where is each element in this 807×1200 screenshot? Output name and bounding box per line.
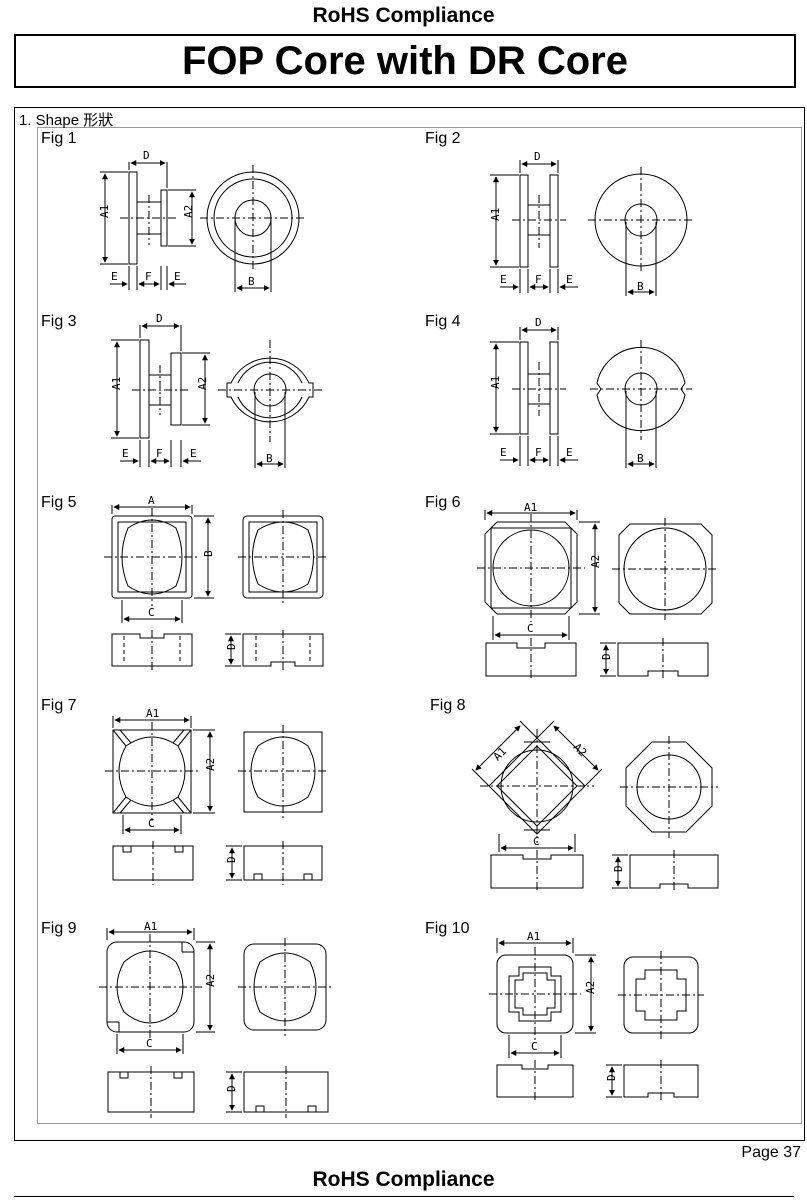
- fig-7-dim-a1: A1: [146, 707, 159, 720]
- fig-9-dim-c: C: [146, 1037, 153, 1050]
- fig-5-dim-b: B: [202, 550, 215, 557]
- fig-9-dim-a2: A2: [204, 974, 217, 987]
- fig-5-dim-c: C: [148, 606, 155, 619]
- fig-3-dim-a2: A2: [196, 377, 209, 390]
- fig-3-dim-a1: A1: [110, 377, 123, 390]
- fig-1-dim-f: F: [145, 270, 152, 283]
- fig-5-label: Fig 5: [41, 494, 77, 511]
- fig-3-dim-e: E: [122, 447, 129, 460]
- figures-frame: [37, 127, 802, 1124]
- fig-1-dim-e: E: [111, 270, 118, 283]
- footer-compliance: RoHS Compliance: [312, 1168, 495, 1191]
- fig-8-label: Fig 8: [430, 697, 466, 714]
- fig-1-dim-b: B: [248, 275, 255, 288]
- header-compliance: RoHS Compliance: [312, 4, 495, 27]
- fig-1-dim-a2: A2: [182, 205, 195, 218]
- fig-1-dim-e2: E: [174, 270, 181, 283]
- fig-7-dim-d: D: [225, 856, 238, 863]
- fig-2-dim-f: F: [535, 273, 542, 286]
- fig-4-dim-b: B: [637, 452, 644, 465]
- fig-1-dim-d: D: [143, 149, 150, 162]
- fig-5-dim-a: A: [148, 494, 155, 507]
- fig-8-dim-d: D: [612, 865, 625, 872]
- fig-3-drawing: [111, 323, 322, 468]
- fig-9-drawing: [99, 928, 332, 1118]
- fig-10-label: Fig 10: [425, 920, 470, 937]
- fig-6-dim-a1: A1: [524, 501, 537, 514]
- fig-3-dim-d: D: [156, 312, 163, 325]
- fig-10-dim-d: D: [605, 1074, 618, 1081]
- fig-4-drawing: [490, 327, 692, 468]
- fig-3-dim-f: F: [156, 447, 163, 460]
- fig-8-drawing: [471, 720, 719, 893]
- fig-4-dim-e2: E: [566, 446, 573, 459]
- section-label: 1. Shape 形狀: [19, 112, 114, 129]
- fig-4-dim-f: F: [535, 446, 542, 459]
- fig-2-drawing: [490, 160, 694, 296]
- fig-6-drawing: [477, 510, 719, 681]
- fig-10-dim-a1: A1: [527, 930, 540, 943]
- fig-4-label: Fig 4: [425, 313, 461, 330]
- fig-2-dim-e2: E: [566, 273, 573, 286]
- fig-8-dim-c: C: [533, 835, 540, 848]
- fig-5-dim-d: D: [225, 643, 238, 650]
- fig-2-dim-b: B: [637, 280, 644, 293]
- fig-2-label: Fig 2: [425, 130, 461, 147]
- fig-7-drawing: [105, 716, 328, 885]
- fig-1-dim-a1: A1: [98, 205, 111, 218]
- fig-1-drawing: [100, 160, 306, 292]
- shape-section-frame: [14, 107, 805, 1141]
- fig-3-dim-e2: E: [190, 447, 197, 460]
- fig-10-dim-a2: A2: [584, 981, 597, 994]
- fig-7-dim-c: C: [148, 817, 155, 830]
- fig-6-dim-c: C: [527, 622, 534, 635]
- footer-divider: [14, 1196, 794, 1197]
- fig-2-dim-a1: A1: [489, 208, 502, 221]
- page-title: FOP Core with DR Core: [14, 34, 796, 88]
- fig-6-label: Fig 6: [425, 494, 461, 511]
- fig-6-dim-a2: A2: [589, 555, 602, 568]
- fig-3-label: Fig 3: [41, 313, 77, 330]
- fig-2-dim-d: D: [534, 150, 541, 163]
- fig-4-dim-a1: A1: [489, 376, 502, 389]
- fig-9-dim-a1: A1: [144, 920, 157, 933]
- fig-1-label: Fig 1: [41, 130, 77, 147]
- page-number: Page 37: [741, 1144, 801, 1161]
- fig-7-label: Fig 7: [41, 697, 77, 714]
- fig-7-dim-a2: A2: [204, 758, 217, 771]
- fig-10-dim-c: C: [531, 1040, 538, 1053]
- fig-2-dim-e: E: [500, 273, 507, 286]
- fig-8-dim-a2: A2: [571, 741, 590, 760]
- fig-8-dim-a1: A1: [491, 745, 510, 764]
- fig-3-dim-b: B: [266, 452, 273, 465]
- fig-9-dim-d: D: [225, 1085, 238, 1092]
- fig-6-dim-d: D: [600, 653, 613, 660]
- fig-5-drawing: [104, 504, 328, 670]
- fig-9-label: Fig 9: [41, 920, 77, 937]
- fig-4-dim-e: E: [500, 446, 507, 459]
- fig-4-dim-d: D: [535, 316, 542, 329]
- fig-10-drawing: [489, 938, 704, 1102]
